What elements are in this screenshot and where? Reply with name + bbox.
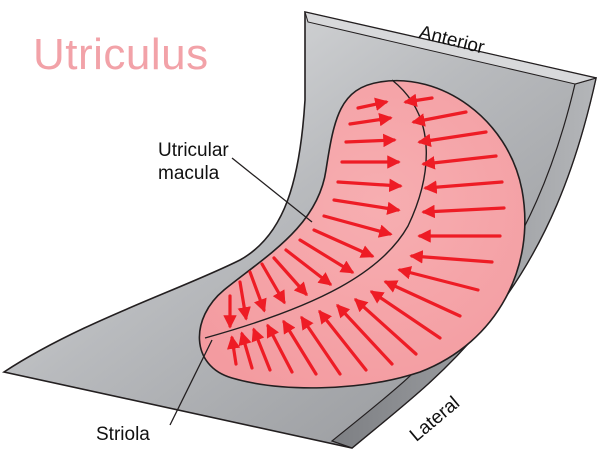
utricular-macula [199, 81, 524, 388]
macula-label-line1: Utricular [158, 139, 229, 162]
utricular-macula-label: Utricular macula [158, 139, 229, 185]
macula-label-line2: macula [158, 162, 229, 185]
striola-label: Striola [96, 423, 150, 446]
arrow [346, 140, 394, 142]
diagram-title: Utriculus [33, 30, 209, 80]
